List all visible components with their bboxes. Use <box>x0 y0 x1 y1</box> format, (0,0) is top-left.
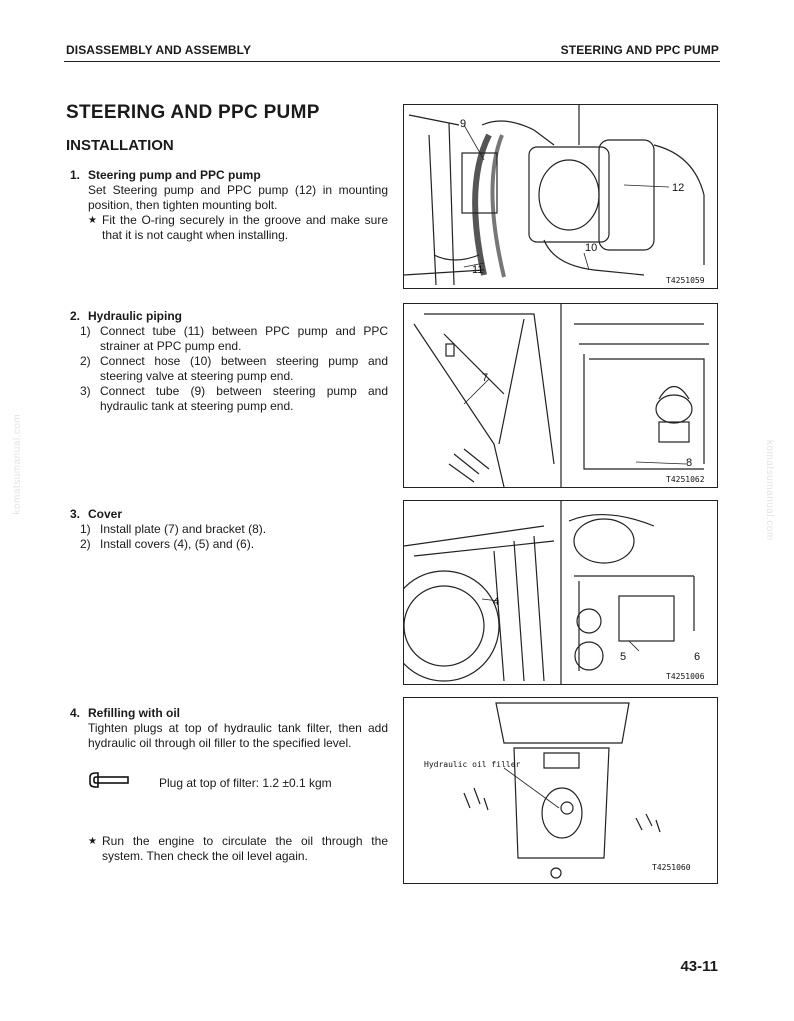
callout-5: 5 <box>620 651 626 663</box>
covers-illustration: 4 5 6 T4251006 <box>404 501 705 684</box>
substep: 2) Install covers (4), (5) and (6). <box>80 537 388 552</box>
substep-text: Install plate (7) and bracket (8). <box>100 522 267 536</box>
step-note: ★ Fit the O-ring securely in the groove … <box>88 213 388 243</box>
watermark-right: komatsumanual.com <box>764 440 775 541</box>
callout-9: 9 <box>460 118 466 130</box>
note-text: Run the engine to circulate the oil thro… <box>102 834 388 863</box>
page-title: STEERING AND PPC PUMP <box>66 102 320 123</box>
star-icon: ★ <box>88 836 97 847</box>
substep: 1) Connect tube (11) between PPC pump and… <box>80 324 388 354</box>
step-heading: Steering pump and PPC pump <box>88 168 261 182</box>
substep-number: 1) <box>80 522 91 536</box>
torque-spec: Plug at top of filter: 1.2 ±0.1 kgm <box>159 776 332 790</box>
step-number: 1. <box>70 168 81 182</box>
figure-pump-mounting: 9 12 10 11 T4251059 <box>403 104 718 289</box>
step-3: 3. Cover 1) Install plate (7) and bracket… <box>70 507 388 552</box>
callout-11: 11 <box>472 264 483 276</box>
substep: 2) Connect hose (10) between steering pum… <box>80 354 388 384</box>
figure-oil-filler: Hydraulic oil filler T4251060 <box>403 697 718 884</box>
callout-10: 10 <box>585 242 597 254</box>
note-text: Fit the O-ring securely in the groove an… <box>102 213 388 242</box>
plate-bracket-illustration: 7 8 T4251062 <box>413 304 709 487</box>
section-subtitle: INSTALLATION <box>66 137 174 154</box>
step-4: 4. Refilling with oil Tighten plugs at t… <box>70 706 388 751</box>
step-2: 2. Hydraulic piping 1) Connect tube (11) … <box>70 309 388 414</box>
page-number: 43-11 <box>680 958 718 975</box>
figure-code: T4251059 <box>666 276 705 285</box>
step-1: 1. Steering pump and PPC pump Set Steeri… <box>70 168 388 243</box>
header-section-title: DISASSEMBLY AND ASSEMBLY <box>66 43 252 57</box>
header-rule <box>64 61 720 62</box>
watermark-left: komatsumanual.com <box>12 413 23 515</box>
hydraulic-oil-filler-label: Hydraulic oil filler <box>424 760 521 769</box>
step-heading: Hydraulic piping <box>88 309 183 323</box>
wrench-icon <box>87 771 133 791</box>
substep-text: Connect hose (10) between steering pump … <box>100 354 388 383</box>
substep: 3) Connect tube (9) between steering pump… <box>80 384 388 414</box>
callout-12: 12 <box>672 182 684 194</box>
pump-illustration: 9 12 10 11 T4251059 <box>404 105 705 286</box>
substep: 1) Install plate (7) and bracket (8). <box>80 522 388 537</box>
step-heading: Cover <box>88 507 123 521</box>
callout-4: 4 <box>493 596 499 608</box>
substep-number: 2) <box>80 537 91 551</box>
figure-code: T4251060 <box>652 863 691 872</box>
substep-number: 2) <box>80 354 91 368</box>
step-number: 2. <box>70 309 81 323</box>
header-chapter-title: STEERING AND PPC PUMP <box>560 43 719 57</box>
oil-filler-illustration: Hydraulic oil filler T4251060 <box>424 702 691 879</box>
step-heading: Refilling with oil <box>88 706 180 720</box>
step-text: Tighten plugs at top of hydraulic tank f… <box>88 721 388 750</box>
substep-text: Connect tube (9) between steering pump a… <box>100 384 388 413</box>
callout-6: 6 <box>694 651 700 663</box>
figure-code: T4251062 <box>666 475 705 484</box>
callout-8: 8 <box>686 457 692 469</box>
figure-covers: 4 5 6 T4251006 <box>403 500 718 685</box>
substep-number: 1) <box>80 324 91 338</box>
step-4-note: ★ Run the engine to circulate the oil th… <box>70 834 388 864</box>
step-number: 3. <box>70 507 81 521</box>
callout-7: 7 <box>482 372 488 384</box>
star-icon: ★ <box>88 215 97 226</box>
substep-number: 3) <box>80 384 91 398</box>
figure-code: T4251006 <box>666 672 705 681</box>
substep-text: Install covers (4), (5) and (6). <box>100 537 255 551</box>
step-text: Set Steering pump and PPC pump (12) in m… <box>88 183 388 212</box>
substep-text: Connect tube (11) between PPC pump and P… <box>100 324 388 353</box>
step-number: 4. <box>70 706 81 720</box>
figure-plate-bracket: 7 8 T4251062 <box>403 303 718 488</box>
step-note: ★ Run the engine to circulate the oil th… <box>88 834 388 864</box>
